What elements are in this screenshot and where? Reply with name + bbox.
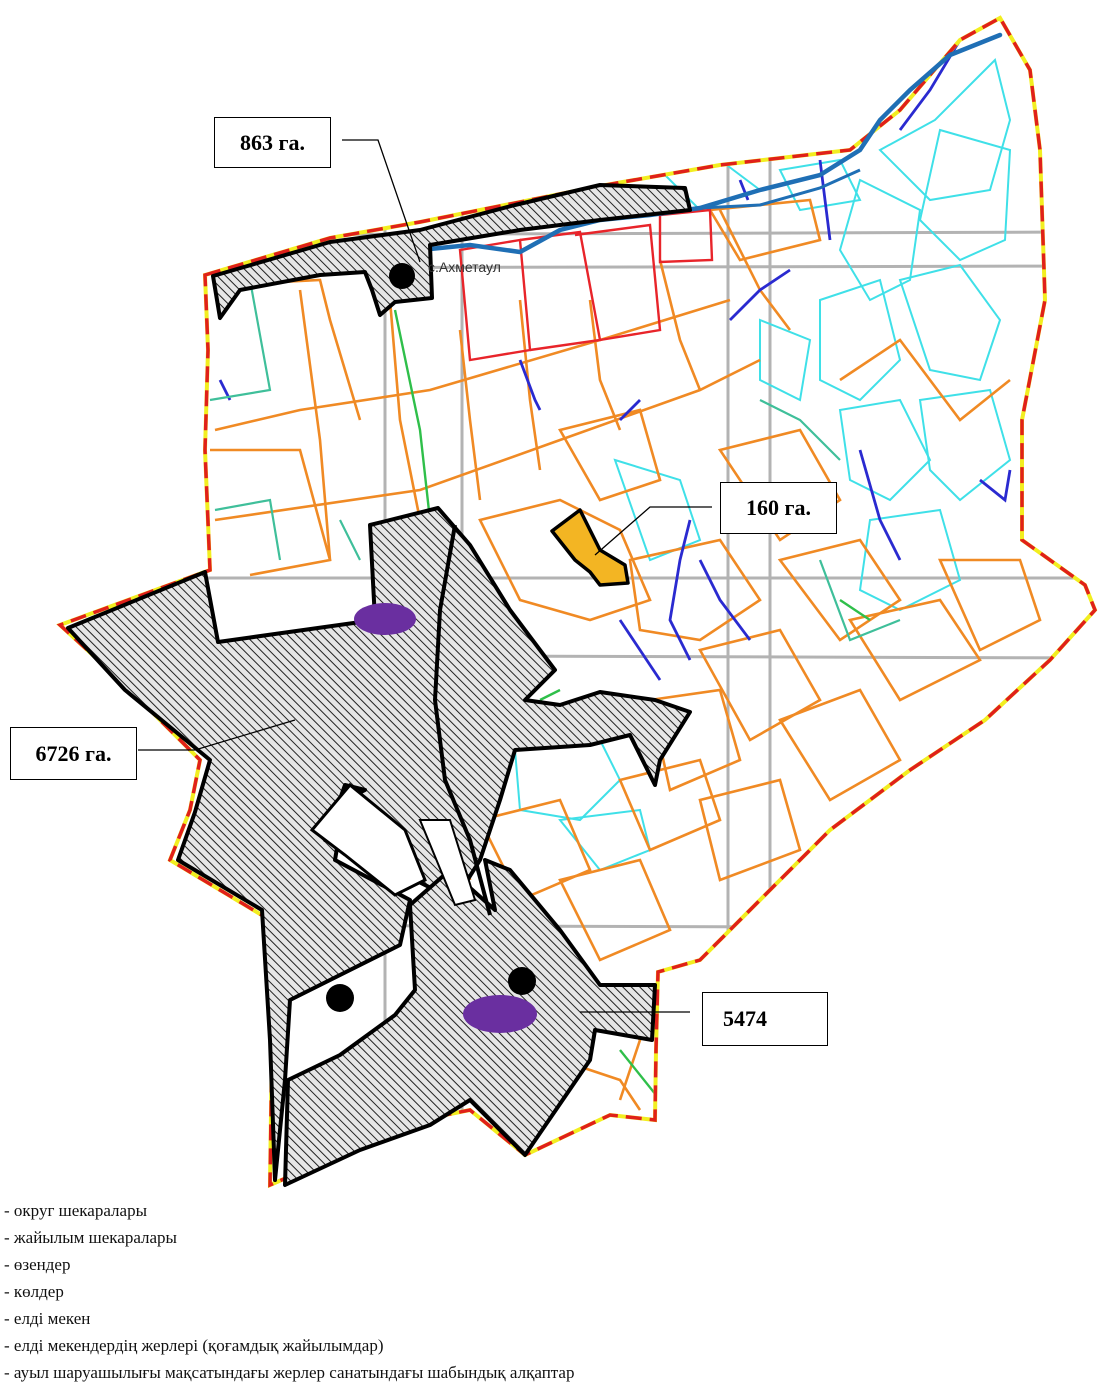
- callout-5474: 5474: [702, 992, 828, 1046]
- legend-item-hayfields: - ауыл шаруашылығы мақсатындағы жерлер с…: [4, 1363, 575, 1382]
- river-branch: [699, 168, 861, 210]
- legend-item-settlement-lands: - елді мекендердің жерлері (қоғамдық жай…: [4, 1336, 384, 1355]
- settlement-dot: [508, 967, 536, 995]
- legend-item-district-boundaries: - округ шекаралары: [4, 1201, 147, 1220]
- map-legend: - округ шекаралары - жайылым шекаралары …: [4, 1197, 574, 1386]
- legend-item-settlement: - елді мекен: [4, 1309, 91, 1328]
- legend-item-pasture-boundaries: - жайылым шекаралары: [4, 1228, 177, 1247]
- lake: [354, 603, 416, 635]
- cyan-parcels: [513, 58, 1012, 872]
- settlement-dot: [326, 984, 354, 1012]
- callout-160: 160 га.: [720, 482, 837, 534]
- blue-ditches: [218, 39, 1012, 681]
- callout-6726: 6726 га.: [10, 727, 137, 780]
- legend-item-rivers: - өзендер: [4, 1255, 71, 1274]
- legend-item-lakes: - көлдер: [4, 1282, 64, 1301]
- village-label: с.Ахметаул: [428, 259, 501, 275]
- callout-863: 863 га.: [214, 117, 331, 168]
- green-lines: [393, 309, 871, 1101]
- pasture-map: с.Ахметаул: [56, 15, 1098, 1189]
- lake: [463, 995, 537, 1033]
- inner-divider: [432, 524, 492, 916]
- parcel-160: [550, 508, 630, 587]
- pasture-area-863: [211, 183, 692, 320]
- settlement-dot: [389, 263, 415, 289]
- leader-lines: [138, 139, 712, 1013]
- inner-white-gap: [309, 782, 427, 897]
- inner-white-gap-2: [418, 819, 477, 907]
